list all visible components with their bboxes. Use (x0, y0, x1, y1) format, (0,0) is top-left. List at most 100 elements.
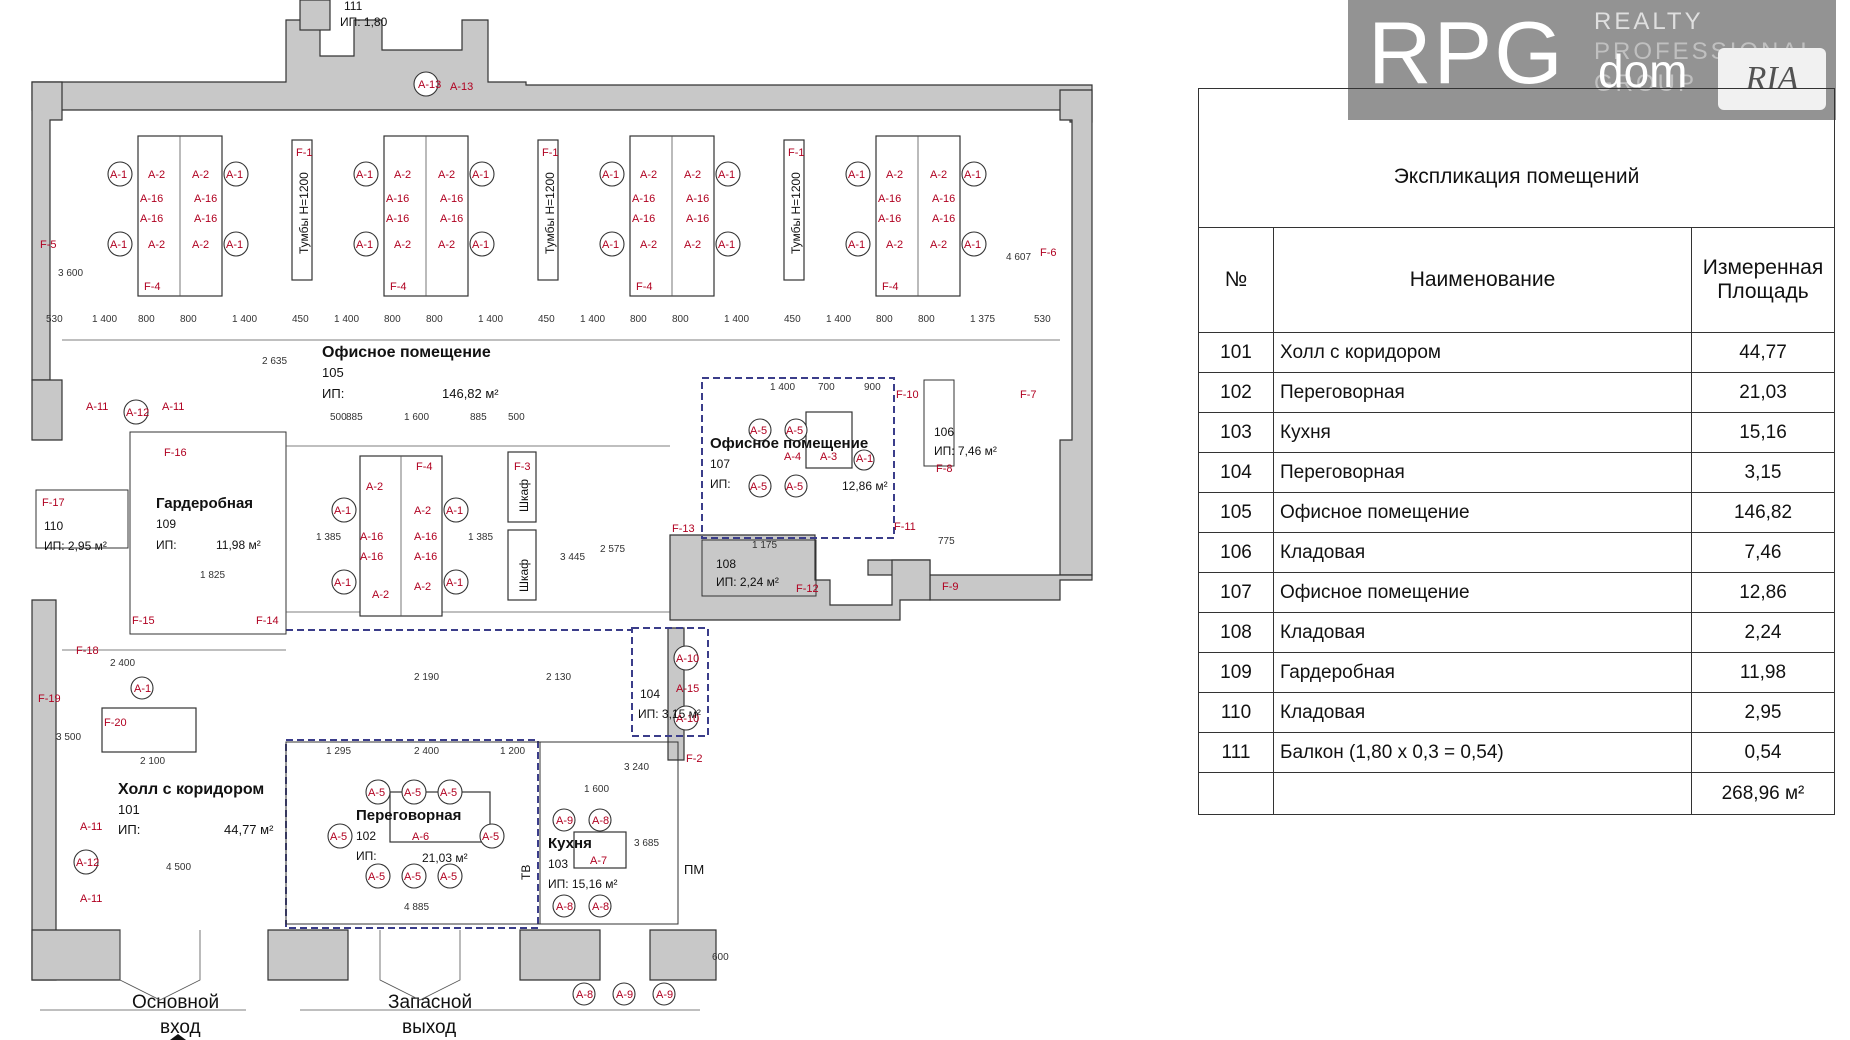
total-no-cell (1198, 772, 1274, 815)
svg-text:A-1: A-1 (964, 239, 981, 251)
pm-label: ПМ (684, 862, 704, 877)
cell-name: Офисное помещение (1273, 572, 1692, 613)
svg-text:A-16: A-16 (414, 551, 437, 563)
dimension-label: 4 500 (166, 862, 191, 873)
shkaf-label-2: Шкаф (517, 559, 531, 592)
cell-no: 109 (1198, 652, 1274, 693)
svg-text:A-2: A-2 (886, 169, 903, 181)
col-header-no: № (1198, 227, 1274, 333)
svg-text:A-16: A-16 (360, 531, 383, 543)
room-101-area: 44,77 м² (224, 822, 274, 837)
room-105-name: Офисное помещение (322, 344, 491, 361)
svg-text:A-2: A-2 (372, 589, 389, 601)
cell-area: 7,46 (1691, 532, 1835, 573)
dimension-label: 2 635 (262, 356, 287, 367)
dimension-label: 1 400 (724, 314, 749, 325)
dimension-label: 800 (138, 314, 155, 325)
cell-name: Переговорная (1273, 372, 1692, 413)
room-107-ip: ИП: (710, 477, 731, 491)
svg-text:A-11: A-11 (162, 401, 184, 413)
room-107-name: Офисное помещение (710, 435, 868, 452)
room-104-no: 104 (640, 687, 660, 701)
svg-text:A-16: A-16 (932, 193, 955, 205)
cell-area: 3,15 (1691, 452, 1835, 493)
svg-text:A-1: A-1 (356, 169, 373, 181)
main-entry-label-2: вход (160, 1017, 201, 1038)
svg-text:A-16: A-16 (140, 213, 163, 225)
svg-text:F-7: F-7 (1020, 389, 1037, 401)
svg-text:A-16: A-16 (686, 213, 709, 225)
svg-text:A-16: A-16 (194, 193, 217, 205)
room-109-ip: ИП: (156, 538, 177, 552)
svg-text:A-10: A-10 (676, 653, 699, 665)
svg-text:A-1: A-1 (134, 683, 151, 695)
table-title: Экспликация помещений (1198, 88, 1835, 228)
dimension-label: 2 190 (414, 672, 439, 683)
svg-text:A-5: A-5 (440, 787, 457, 799)
svg-text:A-2: A-2 (148, 239, 165, 251)
svg-text:A-8: A-8 (592, 815, 609, 827)
dimension-label: 885 (470, 412, 487, 423)
svg-text:A-15: A-15 (676, 683, 699, 695)
svg-text:A-2: A-2 (192, 239, 209, 251)
room-106-no: 106 (934, 425, 954, 439)
dimension-label: 3 500 (56, 732, 81, 743)
svg-text:A-11: A-11 (86, 401, 108, 413)
svg-text:A-2: A-2 (640, 169, 657, 181)
dimension-label: 530 (46, 314, 63, 325)
shkaf-label-1: Шкаф (517, 479, 531, 512)
cell-no: 104 (1198, 452, 1274, 493)
svg-text:A-2: A-2 (930, 239, 947, 251)
svg-text:A-16: A-16 (632, 213, 655, 225)
svg-text:A-9: A-9 (656, 989, 673, 1001)
watermark-line1: REALTY (1594, 8, 1704, 35)
svg-text:F-16: F-16 (164, 447, 187, 459)
dimension-label: 1 400 (334, 314, 359, 325)
dimension-label: 1 385 (468, 532, 493, 543)
svg-text:F-10: F-10 (896, 389, 919, 401)
cell-no: 110 (1198, 692, 1274, 733)
dimension-label: 1 600 (584, 784, 609, 795)
cell-area: 44,77 (1691, 332, 1835, 373)
svg-text:A-5: A-5 (750, 425, 767, 437)
svg-text:A-2: A-2 (414, 505, 431, 517)
room-102-name: Переговорная (356, 807, 461, 824)
tumby-label-1: Тумбы H=1200 (297, 172, 311, 254)
svg-text:F-15: F-15 (132, 615, 155, 627)
svg-text:A-12: A-12 (126, 407, 149, 419)
room-111-no: 111 (344, 0, 363, 13)
svg-text:F-2: F-2 (686, 753, 703, 765)
dimension-label: 600 (712, 952, 729, 963)
room-107-no: 107 (710, 457, 730, 471)
dimension-label: 2 130 (546, 672, 571, 683)
col-header-area-line2: Площадь (1717, 280, 1809, 303)
svg-text:A-16: A-16 (140, 193, 163, 205)
dimension-label: 800 (426, 314, 443, 325)
svg-text:A-8: A-8 (592, 901, 609, 913)
watermark-logo: RPG (1368, 3, 1565, 102)
dimension-label: 1 375 (970, 314, 995, 325)
room-111-area: ИП: 1,80 (340, 15, 388, 29)
svg-text:A-16: A-16 (878, 213, 901, 225)
svg-text:A-16: A-16 (878, 193, 901, 205)
dimension-label: 900 (864, 382, 881, 393)
svg-text:A-1: A-1 (446, 577, 463, 589)
dimension-label: 2 400 (414, 746, 439, 757)
dimension-label: 800 (876, 314, 893, 325)
dimension-label: 1 200 (500, 746, 525, 757)
svg-text:F-1: F-1 (296, 147, 313, 159)
svg-text:A-5: A-5 (482, 831, 499, 843)
dimension-label: 1 400 (92, 314, 117, 325)
dimension-label: 500 (330, 412, 347, 423)
explication-table: Экспликация помещений № Наименование Изм… (1198, 88, 1835, 815)
dimension-label: 800 (180, 314, 197, 325)
col-header-area: Измеренная Площадь (1691, 227, 1835, 333)
svg-text:F-18: F-18 (76, 645, 99, 657)
cell-area: 12,86 (1691, 572, 1835, 613)
